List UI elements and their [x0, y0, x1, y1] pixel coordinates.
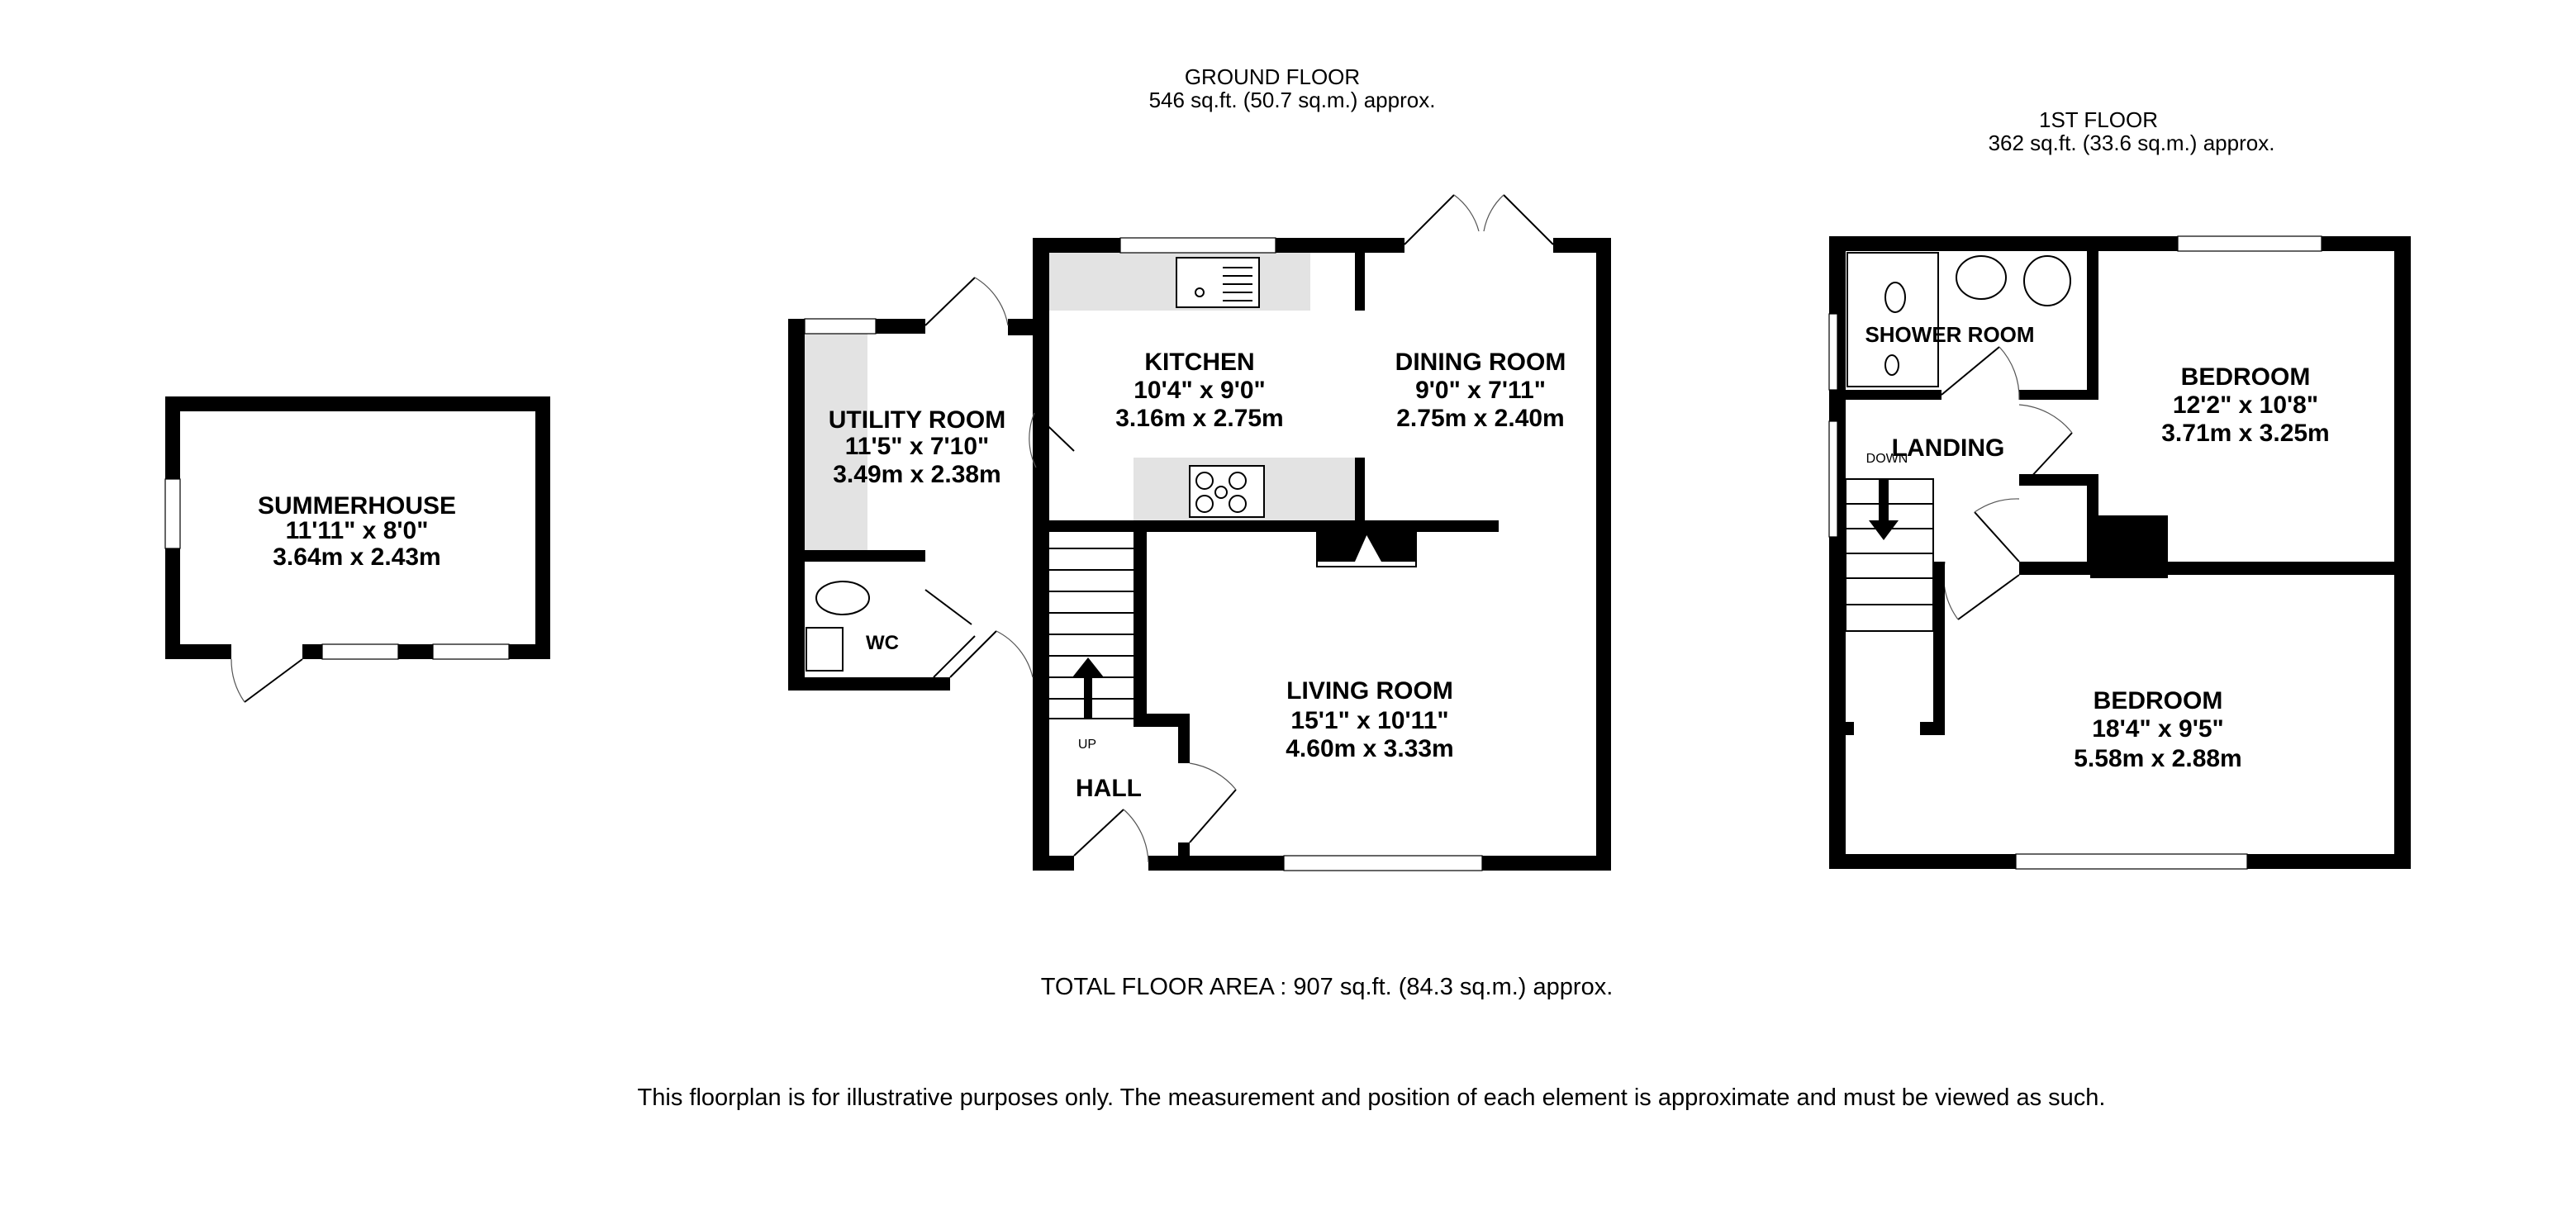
- stairs-down: [1845, 478, 1934, 632]
- sink-icon: [1176, 257, 1260, 308]
- dining-metric: 2.75m x 2.40m: [1396, 405, 1564, 432]
- basin-icon: [806, 627, 844, 672]
- utility-metric: 3.49m x 2.38m: [833, 461, 1000, 488]
- bedroom1-name: BEDROOM: [2181, 363, 2311, 391]
- total-floor-area: TOTAL FLOOR AREA : 907 sq.ft. (84.3 sq.m…: [1041, 974, 1614, 1000]
- living-imperial: 15'1" x 10'11": [1290, 707, 1448, 734]
- utility-name: UTILITY ROOM: [829, 406, 1005, 434]
- summerhouse-name: SUMMERHOUSE: [258, 492, 456, 520]
- ground-floor-area: 546 sq.ft. (50.7 sq.m.) approx.: [1149, 88, 1436, 112]
- stairs-up-label: UP: [1078, 738, 1096, 752]
- hall-name: HALL: [1076, 775, 1142, 802]
- arrow-up-icon: [1072, 657, 1104, 677]
- first-floor-plan: [1828, 235, 2411, 870]
- disclaimer: This floorplan is for illustrative purpo…: [638, 1084, 2106, 1111]
- wc-name: WC: [866, 632, 899, 654]
- first-floor-title: 1ST FLOOR: [2039, 107, 2158, 132]
- bedroom1-imperial: 12'2" x 10'8": [2173, 392, 2318, 419]
- kitchen-metric: 3.16m x 2.75m: [1115, 405, 1283, 432]
- bedroom1-metric: 3.71m x 3.25m: [2161, 420, 2329, 447]
- ground-floor-plan: [788, 194, 1611, 871]
- shower-room-name: SHOWER ROOM: [1865, 322, 2034, 347]
- stairs-up: [1049, 548, 1134, 719]
- dining-name: DINING ROOM: [1395, 349, 1566, 376]
- bedroom2-imperial: 18'4" x 9'5": [2092, 715, 2224, 743]
- toilet-icon: [815, 581, 870, 615]
- landing-name: LANDING: [1892, 434, 2005, 462]
- summerhouse-imperial: 11'11" x 8'0": [286, 517, 429, 544]
- first-floor-area: 362 sq.ft. (33.6 sq.m.) approx.: [1989, 131, 2275, 155]
- basin-icon: [1956, 255, 2007, 300]
- kitchen-name: KITCHEN: [1144, 349, 1254, 376]
- arrow-down-icon: [1869, 520, 1899, 540]
- living-metric: 4.60m x 3.33m: [1286, 735, 1453, 762]
- utility-imperial: 11'5" x 7'10": [845, 433, 990, 460]
- kitchen-imperial: 10'4" x 9'0": [1134, 377, 1266, 404]
- bedroom2-metric: 5.58m x 2.88m: [2074, 745, 2241, 772]
- summerhouse-metric: 3.64m x 2.43m: [273, 543, 440, 571]
- dining-imperial: 9'0" x 7'11": [1415, 377, 1546, 404]
- ground-floor-title: GROUND FLOOR: [1185, 64, 1360, 89]
- summerhouse-plan: [164, 396, 550, 703]
- toilet-icon: [2023, 255, 2071, 306]
- stairs-down-label: DOWN: [1866, 452, 1908, 466]
- bedroom2-name: BEDROOM: [2094, 687, 2223, 714]
- living-name: LIVING ROOM: [1286, 677, 1453, 705]
